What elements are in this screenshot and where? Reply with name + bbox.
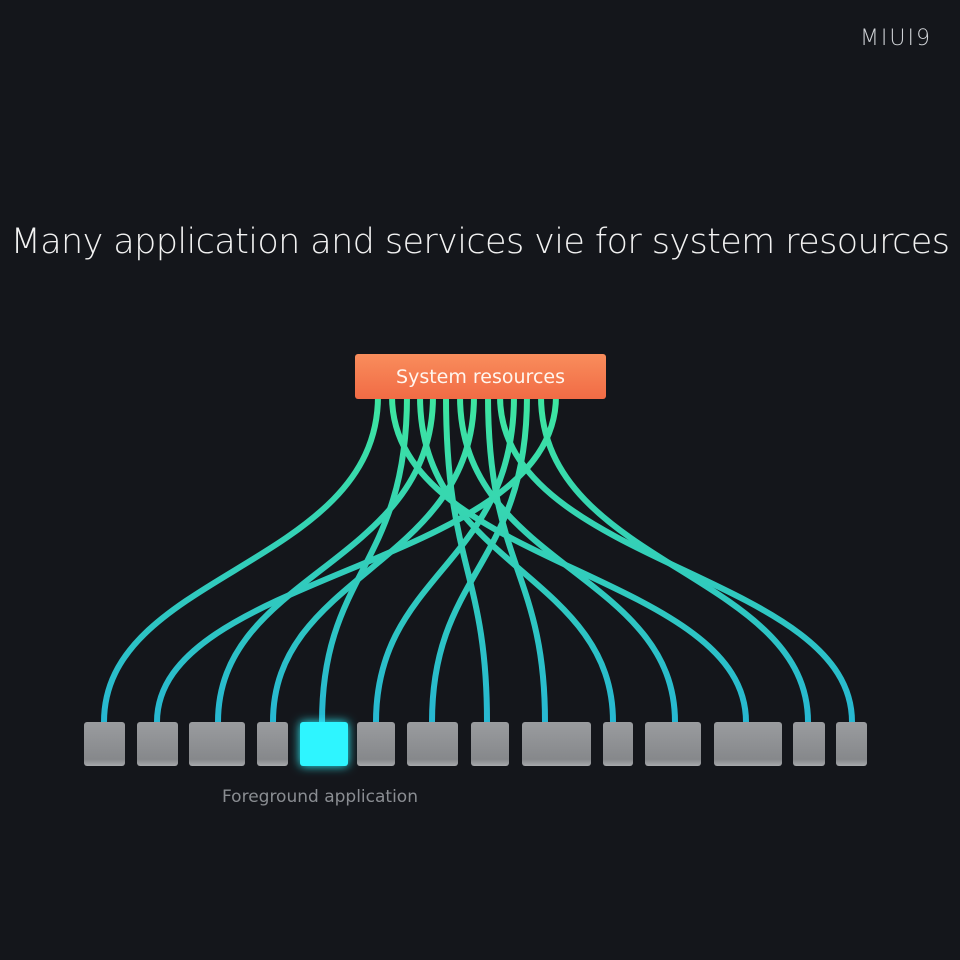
miui-logo: MIUI9 xyxy=(859,26,932,51)
connection-line xyxy=(101,393,381,725)
connection-line xyxy=(429,393,530,725)
connection-line xyxy=(485,393,548,725)
connection-lines xyxy=(101,393,855,725)
connection-line xyxy=(443,393,490,725)
app-tile xyxy=(793,722,825,766)
application-row xyxy=(84,722,867,766)
foreground-app-tile xyxy=(300,722,348,766)
connection-line xyxy=(417,393,616,725)
app-tile xyxy=(257,722,288,766)
connection-line xyxy=(270,393,477,725)
app-tile xyxy=(357,722,395,766)
app-tile xyxy=(836,722,867,766)
app-tile xyxy=(137,722,178,766)
connection-line xyxy=(319,393,410,725)
app-tile xyxy=(471,722,509,766)
foreground-caption: Foreground application xyxy=(222,787,418,807)
connection-line xyxy=(215,393,436,725)
page-title: Many application and services vie for sy… xyxy=(10,222,950,262)
app-tile xyxy=(645,722,701,766)
app-tile xyxy=(407,722,458,766)
system-resources-box: System resources xyxy=(355,354,606,399)
system-resources-label: System resources xyxy=(396,366,565,388)
connection-line xyxy=(497,393,855,725)
connection-line xyxy=(538,393,811,725)
connection-line xyxy=(154,393,559,725)
connection-line xyxy=(389,393,749,725)
connection-line xyxy=(373,393,517,725)
app-tile xyxy=(189,722,245,766)
app-tile xyxy=(84,722,125,766)
app-tile xyxy=(603,722,633,766)
system-resources-rect xyxy=(355,354,606,399)
app-tile xyxy=(522,722,591,766)
app-tile xyxy=(714,722,782,766)
